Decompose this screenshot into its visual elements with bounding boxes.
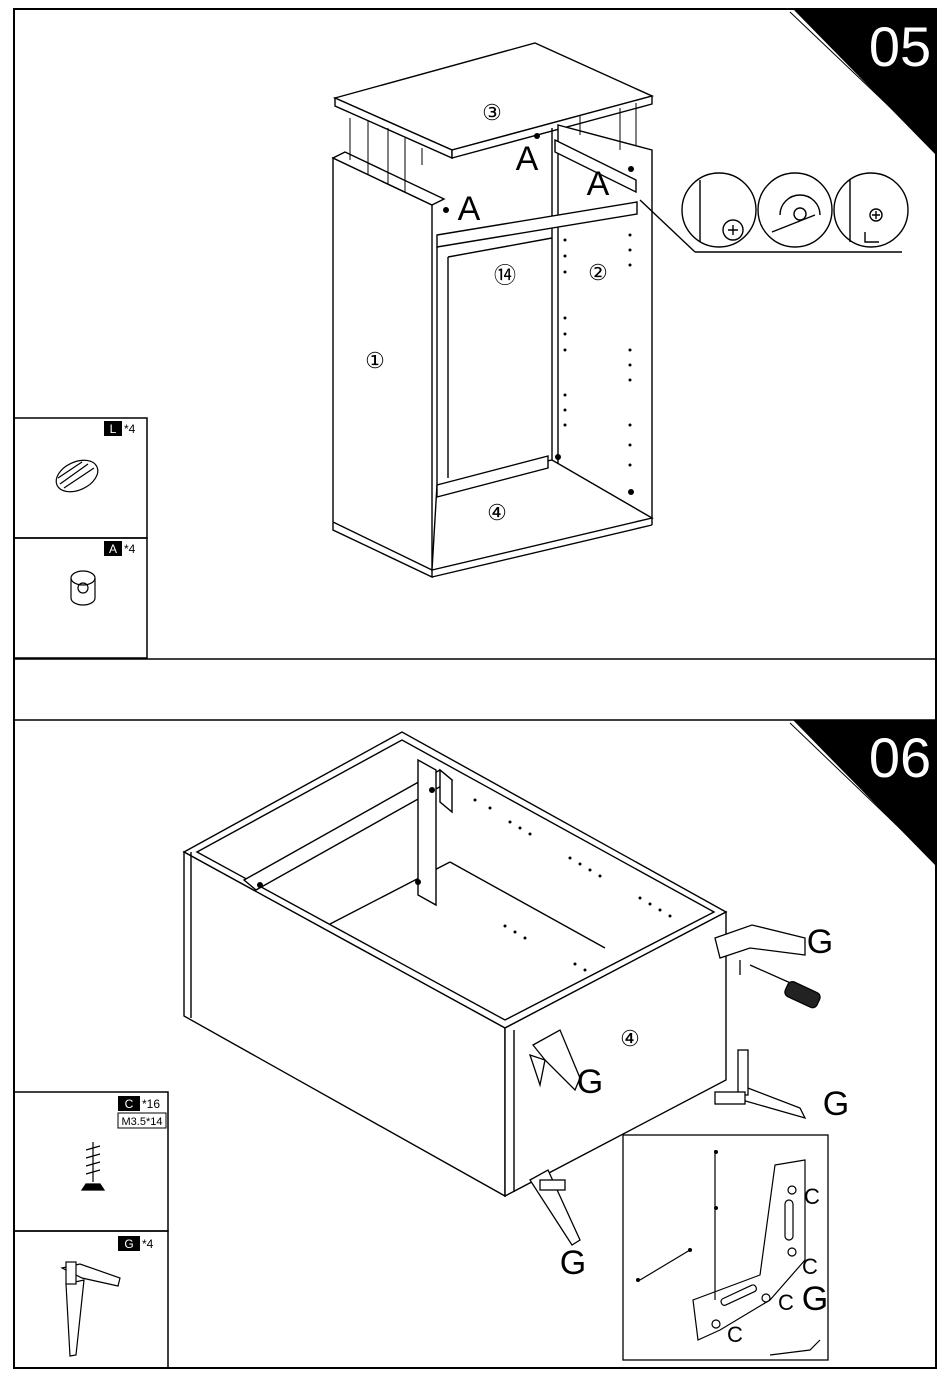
part-label-rail: ⑭ (494, 263, 516, 288)
parts-list-step-05: L *4 A *4 (14, 418, 147, 658)
part-box-l (14, 418, 147, 538)
part-label-right-side: ② (588, 260, 608, 285)
part-letter-l: L (110, 422, 117, 436)
leg-label-g: G (577, 1063, 603, 1101)
part-letter-g: G (124, 1237, 133, 1251)
screw-label-c: C (778, 1290, 794, 1315)
leg-bracket-icon (530, 1170, 580, 1245)
part-letter-c: C (125, 1097, 134, 1111)
connector-label-a: A (516, 140, 539, 178)
cam-lock-detail (640, 173, 908, 252)
part-label-bottom: ④ (487, 500, 507, 525)
part-qty-a: *4 (124, 542, 136, 556)
leg-label-g: G (560, 1244, 586, 1282)
wooden-dowel-icon (51, 454, 103, 498)
connector-label-a: A (587, 165, 610, 203)
step-05-number: 05 (869, 15, 931, 78)
part-qty-l: *4 (124, 422, 136, 436)
connector-label-a: A (458, 190, 481, 228)
leg-bracket-icon (62, 1262, 120, 1356)
cam-lock-icon (71, 571, 95, 605)
step-06-panel: 06 ④ (14, 720, 936, 1368)
part-spec-c: M3.5*14 (122, 1116, 163, 1128)
leg-bracket-icon (715, 925, 805, 975)
screw-label-c: C (804, 1184, 820, 1209)
part-qty-g: *4 (142, 1237, 154, 1251)
screwdriver-icon (750, 965, 822, 1009)
leg-bracket-icon (715, 1050, 805, 1118)
top-panel (335, 43, 652, 150)
part-box-g (14, 1231, 168, 1368)
part-letter-a: A (109, 542, 117, 556)
part-box-a (14, 538, 147, 658)
leg-label-g: G (823, 1085, 849, 1123)
step-06-number: 06 (869, 726, 931, 789)
parts-list-step-06: C *16 M3.5*14 G *4 (14, 1092, 168, 1368)
screw-label-c: C (727, 1322, 743, 1347)
part-label-top: ③ (482, 100, 502, 125)
cabinet-upside-down-drawing (184, 732, 726, 1196)
leg-mounting-detail-inset: C C C C G (623, 1135, 828, 1360)
leg-label-g: G (807, 923, 833, 961)
leg-label-g: G (802, 1280, 828, 1318)
screw-icon (82, 1142, 104, 1190)
screw-label-c: C (802, 1254, 818, 1279)
part-qty-c: *16 (142, 1097, 160, 1111)
part-label-bottom: ④ (620, 1026, 640, 1051)
part-label-left-side: ① (365, 348, 385, 373)
step-05-panel: 05 (14, 9, 936, 658)
